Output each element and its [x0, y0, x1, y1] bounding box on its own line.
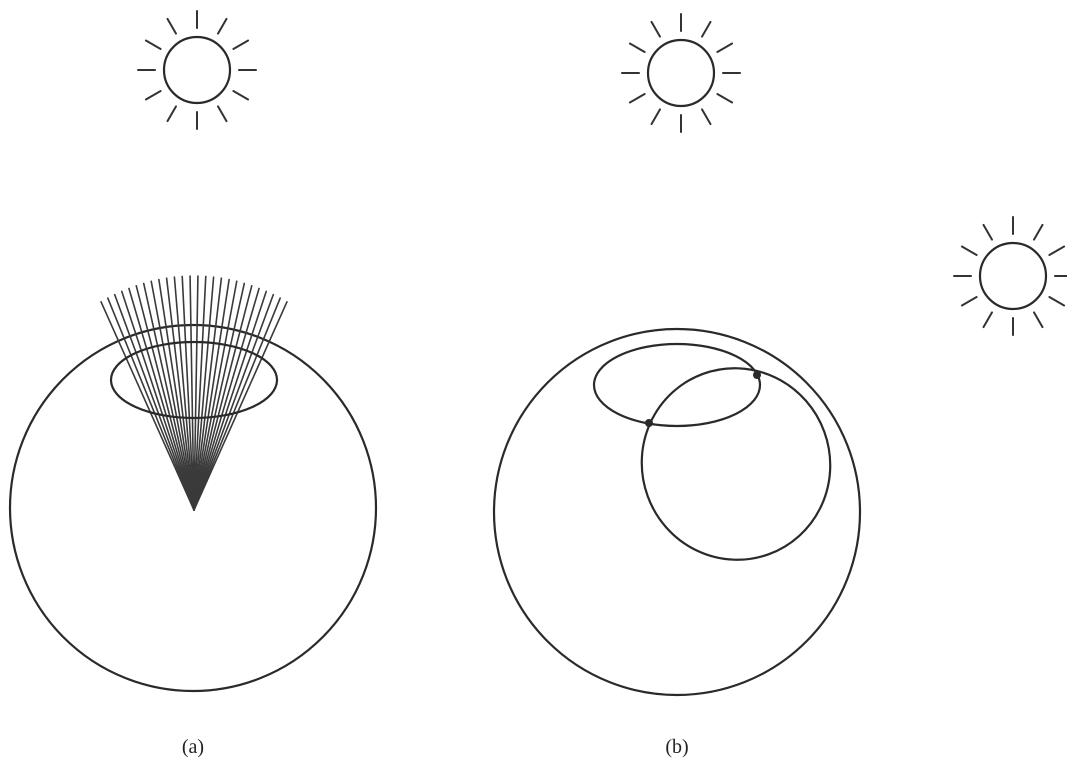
sphere — [8, 323, 378, 693]
cone-line — [135, 284, 195, 511]
sun-ray — [217, 17, 228, 35]
sun-icon — [137, 10, 257, 130]
sun-ray — [144, 90, 162, 101]
sun-disc — [978, 241, 1048, 311]
cone-line — [193, 290, 268, 511]
cone-line — [158, 278, 195, 511]
sun-icon — [621, 13, 741, 133]
sun-ray — [628, 42, 646, 53]
cone-line — [193, 277, 223, 511]
cone-line — [193, 287, 260, 511]
sun-ray — [217, 105, 228, 123]
sun-ray — [144, 39, 162, 50]
sun-ray — [982, 311, 993, 329]
sun-ray — [960, 245, 978, 256]
cone-line — [113, 293, 195, 511]
cone-line — [193, 282, 246, 511]
cone-line — [193, 293, 275, 511]
sun-disc — [646, 38, 716, 108]
sun-ray — [982, 223, 993, 241]
cone-line — [173, 276, 195, 511]
cone-line — [142, 282, 195, 511]
light-cone — [100, 275, 288, 511]
cone-line — [120, 290, 195, 511]
upper-ellipse — [592, 342, 762, 428]
sun-icon — [953, 216, 1067, 336]
panel-label-b: (b) — [665, 736, 688, 758]
sun-ray — [628, 93, 646, 104]
cone-rim-ellipse — [109, 340, 279, 420]
cone-line — [193, 275, 207, 511]
panel-label-a: (a) — [182, 736, 204, 758]
sun-ray — [650, 108, 661, 126]
sun-ray — [1048, 296, 1066, 307]
sun-ray — [232, 90, 250, 101]
sphere — [492, 327, 862, 697]
panel-a: (a) — [8, 10, 378, 758]
sun-ray — [1048, 245, 1066, 256]
cone-line — [165, 277, 195, 511]
sun-ray — [1033, 223, 1044, 241]
sun-ray — [716, 93, 734, 104]
sun-ray — [650, 20, 661, 38]
tilted-ellipse — [640, 367, 832, 561]
cone-line — [189, 275, 195, 511]
sun-ray — [1033, 311, 1044, 329]
cone-line — [193, 301, 288, 511]
cone-line — [193, 284, 253, 511]
cone-line — [181, 275, 195, 511]
cone-line — [193, 275, 199, 511]
cone-line — [128, 287, 195, 511]
sun-ray — [166, 17, 177, 35]
sun-ray — [960, 296, 978, 307]
cone-line — [193, 276, 215, 511]
sun-ray — [701, 20, 712, 38]
cone-line — [193, 280, 238, 511]
intersection-point — [645, 419, 653, 427]
sun-ray — [232, 39, 250, 50]
cone-line — [150, 280, 195, 511]
sun-ray — [716, 42, 734, 53]
intersection-point — [753, 371, 761, 379]
cone-line — [193, 297, 282, 511]
sun-disc — [162, 35, 232, 105]
sun-ray — [166, 105, 177, 123]
sun-ray — [701, 108, 712, 126]
cone-line — [106, 297, 195, 511]
panel-b: (b) — [492, 13, 1067, 758]
cone-line — [100, 301, 195, 511]
cone-line — [193, 278, 230, 511]
